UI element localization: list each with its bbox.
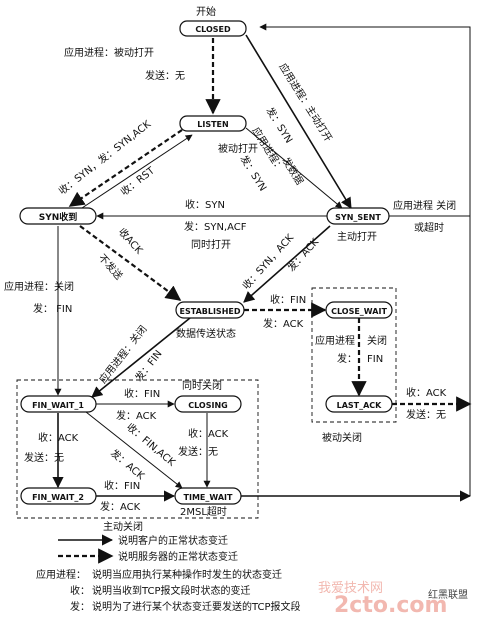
active-close-box: [16, 379, 259, 519]
passive-close-label: 被动关闭: [322, 431, 362, 444]
finwait1-state-label: FIN_WAIT_1: [32, 401, 84, 410]
listen-state-label: LISTEN: [197, 120, 228, 129]
fw2-send-ack-label: 发：ACK: [100, 500, 141, 513]
start-label: 开始: [196, 5, 216, 18]
watermark-text-2: 2cto.com: [334, 593, 447, 618]
finwait1-to-timewait-arrow: [85, 411, 183, 489]
legend-send-key: 发：: [70, 600, 90, 613]
synsent-node: [326, 207, 390, 225]
rcv-syn-mid-label-2: 发：SYN,ACF: [184, 220, 247, 233]
closed-to-synsent-arrow: [245, 34, 352, 209]
listen-to-synrcvd-arrow: [68, 129, 183, 207]
active-close-label: 主动关闭: [103, 520, 143, 533]
app-close-or-timeout-label-2: 或超时: [414, 221, 444, 234]
legend-server-text: 说明服务器的正常状态变迁: [118, 550, 238, 563]
app-close-or-timeout-label-1: 应用进程 关闭: [393, 199, 456, 212]
closed-node: [179, 20, 247, 37]
data-transfer-label: 数据传送状态: [176, 327, 236, 340]
legend-app-key: 应用进程：: [36, 568, 86, 581]
cl-rcv-ack-label-1: 收：ACK: [188, 427, 229, 440]
closing-node: [174, 395, 242, 413]
closewait-node: [325, 301, 393, 319]
closing-state-label: CLOSING: [188, 401, 227, 410]
synrcvd-to-listen-arrow: [81, 134, 193, 209]
cl-rcv-ack-label-2: 发送：无: [178, 445, 218, 458]
la-rcv-ack-label: 收：ACK: [406, 386, 447, 399]
fw1-rcv-ack-label-2: 发送：无: [24, 451, 64, 464]
legend-rcv-key: 收：: [70, 584, 90, 597]
synsent-to-closed-arrow: [259, 23, 471, 217]
simultaneous-close-label: 同时关闭: [182, 379, 222, 392]
est-send-ack-label: 发：ACK: [263, 317, 304, 330]
passive-open-label-1: 应用进程：被动打开: [64, 46, 154, 59]
watermark-text-3: 红黑联盟: [428, 588, 468, 601]
synsent-to-established-arrow: [243, 225, 331, 303]
synrcvd-to-established-arrow: [79, 225, 182, 301]
listen-caption: 被动打开: [218, 142, 258, 155]
lastack-node: [325, 395, 393, 413]
rcv-syn-mid-label-1: 收：SYN: [185, 198, 225, 211]
rcv-synack-send-ack-label-1: 收：SYN，ACK: [240, 231, 297, 292]
timewait-node: [174, 487, 242, 505]
passive-close-box: [311, 287, 397, 423]
left-close-label-2: 发： FIN: [33, 302, 72, 315]
simultaneous-open-label: 同时打开: [191, 238, 231, 251]
cw-send-fin-label-1: 发：: [337, 352, 357, 365]
listen-node: [179, 115, 247, 132]
left-close-label-1: 应用进程：关闭: [4, 280, 74, 293]
established-state-label: ESTABLISHED: [180, 307, 241, 316]
legend-app-text: 说明当应用执行某种操作时发生的状态变迁: [92, 568, 282, 581]
fw1-rcv-fin-label: 收：FIN: [124, 387, 160, 400]
cw-app-close-label-2: 关闭: [367, 334, 387, 347]
est-app-close-label-2: 发：FIN: [132, 347, 165, 384]
finwait1-node: [20, 395, 97, 413]
synrcvd-state-label: SYN收到: [39, 211, 78, 223]
msl-timeout-label: 2MSL超时: [180, 505, 227, 518]
passive-open-label-2: 发送：无: [145, 69, 185, 82]
finwait2-node: [20, 487, 97, 505]
closewait-state-label: CLOSE_WAIT: [331, 307, 387, 316]
closed-state-label: CLOSED: [195, 25, 231, 34]
legend-rcv-text: 说明当收到TCP报文段时状态的变迁: [92, 584, 251, 597]
fw1-rcv-ack-label-1: 收：ACK: [38, 431, 79, 444]
cw-app-close-label-1: 应用进程: [315, 334, 355, 347]
legend-send-text: 说明为了进行某个状态变迁要发送的TCP报文段: [92, 600, 301, 613]
timewait-state-label: TIME_WAIT: [184, 493, 233, 502]
established-node: [175, 301, 245, 319]
fw1-send-ack-label: 发：ACK: [116, 409, 157, 422]
legend-client-text: 说明客户的正常状态变迁: [118, 534, 228, 547]
synrcvd-node: [19, 207, 97, 225]
active-open-caption: 主动打开: [337, 230, 377, 243]
est-rcv-fin-label: 收：FIN: [270, 293, 306, 306]
fw1-fin-ack-label-2: 发：ACK: [108, 446, 147, 482]
la-send-none-label: 发送：无: [406, 408, 446, 421]
app-send-data-label-2: 发数据: [279, 155, 306, 187]
finwait2-state-label: FIN_WAIT_2: [32, 493, 84, 502]
fw2-rcv-fin-label: 收：FIN: [104, 479, 140, 492]
rcv-ack-label-1: 收ACK: [116, 225, 146, 256]
watermark-text-1: 我爱技术网: [318, 581, 383, 596]
listen-to-synsent-arrow: [245, 127, 343, 209]
lastack-state-label: LAST_ACK: [337, 401, 383, 410]
app-send-data-label-3: 发：SYN: [237, 153, 269, 194]
synsent-state-label: SYN_SENT: [335, 213, 381, 222]
established-to-finwait1-arrow: [91, 317, 191, 398]
cw-send-fin-label-2: FIN: [367, 354, 383, 365]
